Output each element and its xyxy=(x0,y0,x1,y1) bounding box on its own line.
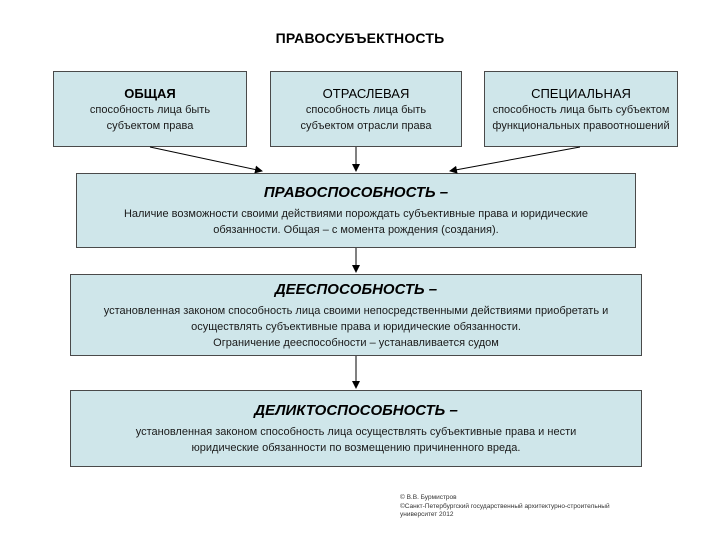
branch-box: ОТРАСЛЕВАЯ способность лица быть субъект… xyxy=(270,71,462,147)
special-box: СПЕЦИАЛЬНАЯ способность лица быть субъек… xyxy=(484,71,678,147)
special-text: способность лица быть субъектом функцион… xyxy=(492,103,670,132)
arrow-general-to-legal xyxy=(149,146,263,174)
legal-capacity-heading: ПРАВОСПОСОБНОСТЬ – xyxy=(263,184,449,201)
active-capacity-text: установленная законом способность лица с… xyxy=(103,304,609,333)
general-text: способность лица быть субъектом права xyxy=(89,103,211,132)
tort-capacity-heading: ДЕЛИКТОСПОСОБНОСТЬ – xyxy=(254,402,458,419)
special-heading: СПЕЦИАЛЬНАЯ xyxy=(531,85,631,101)
general-heading: ОБЩАЯ xyxy=(124,85,176,101)
legal-capacity-text: Наличие возможности своими действиями по… xyxy=(123,208,589,236)
tort-capacity-box: ДЕЛИКТОСПОСОБНОСТЬ – установленная закон… xyxy=(70,390,642,467)
credits: © В.В. Бурмистров ©Санкт-Петербургский г… xyxy=(400,494,610,520)
general-box: ОБЩАЯ способность лица быть субъектом пр… xyxy=(53,71,247,147)
credits-org: ©Санкт-Петербургский государственный арх… xyxy=(400,502,610,519)
active-capacity-note: Ограничение дееспособности – устанавлива… xyxy=(213,336,499,349)
active-capacity-heading: ДЕЕСПОСОБНОСТЬ – xyxy=(274,280,438,298)
arrow-special-to-legal xyxy=(449,146,581,174)
diagram-title: ПРАВОСУБЪЕКТНОСТЬ xyxy=(275,30,445,46)
branch-heading: ОТРАСЛЕВАЯ xyxy=(322,85,410,101)
tort-capacity-text: установленная законом способность лица о… xyxy=(135,426,577,454)
legal-capacity-box: ПРАВОСПОСОБНОСТЬ – Наличие возможности с… xyxy=(76,173,636,248)
branch-text: способность лица быть субъектом отрасли … xyxy=(300,103,432,132)
active-capacity-box: ДЕЕСПОСОБНОСТЬ – установленная законом с… xyxy=(70,274,642,356)
credits-author: © В.В. Бурмистров xyxy=(400,494,457,501)
